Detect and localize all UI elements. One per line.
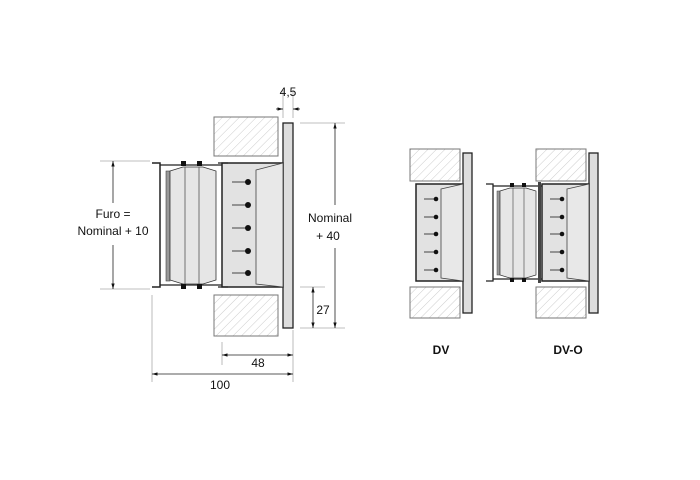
- variant-dv-drawing: [409, 148, 473, 319]
- pin-dot: [559, 214, 565, 220]
- pin-dot: [559, 231, 565, 237]
- wall-bottom: [213, 294, 279, 337]
- dim-hole-line1: Furo =: [95, 207, 130, 221]
- louver-pins: [550, 196, 565, 273]
- louver-pins: [424, 196, 439, 273]
- pin-dot: [433, 231, 439, 237]
- dim-height-line1: Nominal: [308, 211, 352, 225]
- pin-dot: [559, 249, 565, 255]
- pin-dot: [245, 270, 251, 276]
- pin-dot: [245, 202, 251, 208]
- dim-offset: 27: [316, 303, 330, 317]
- damper: [152, 161, 228, 289]
- pin-dot: [559, 196, 565, 202]
- pin-dot: [245, 225, 251, 231]
- wall-top: [213, 116, 279, 157]
- variant-label-dv: DV: [433, 343, 450, 357]
- dim-depth-grille: 48: [251, 356, 265, 370]
- pin-dot: [433, 267, 439, 273]
- pin-dot: [433, 214, 439, 220]
- pin-dot: [245, 179, 251, 185]
- dim-height-line2: + 40: [316, 229, 340, 243]
- pin-dot: [433, 249, 439, 255]
- louver-pins: [232, 179, 251, 276]
- main-section-drawing: 4,5 Furo = Nominal + 10 Nominal + 40 27 …: [77, 85, 352, 392]
- damper: [486, 182, 542, 283]
- pin-dot: [559, 267, 565, 273]
- variant-dvo-drawing: [486, 148, 599, 319]
- dim-flange-thickness: 4,5: [280, 85, 297, 99]
- variant-label-dv-o: DV-O: [553, 343, 582, 357]
- pin-dot: [433, 196, 439, 202]
- grille-flange: [282, 122, 294, 329]
- dim-hole-line2: Nominal + 10: [77, 224, 148, 238]
- pin-dot: [245, 248, 251, 254]
- grille-blade: [255, 162, 284, 288]
- dimension-lines: [100, 90, 345, 382]
- dim-depth-total: 100: [210, 378, 230, 392]
